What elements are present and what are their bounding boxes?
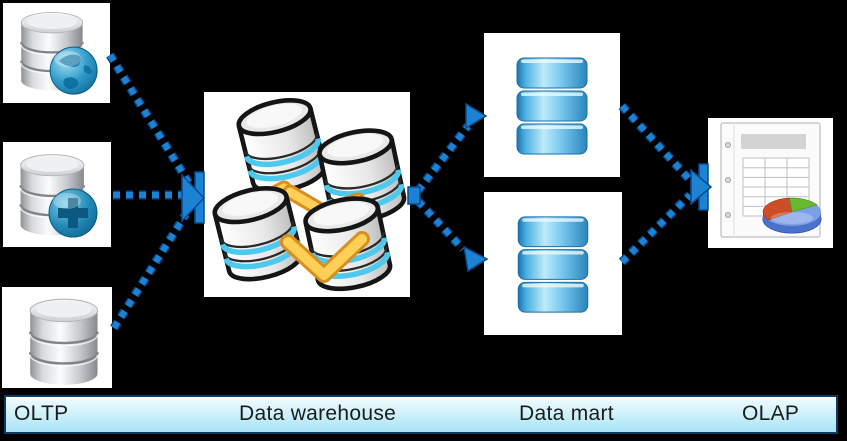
- node-data-mart-1: [484, 33, 620, 177]
- node-oltp-source-3: [2, 287, 112, 388]
- database-plus-icon: [19, 152, 98, 237]
- node-data-warehouse: [204, 92, 410, 297]
- database-icon: [28, 297, 99, 386]
- stage-label-data-warehouse: Data warehouse: [239, 401, 397, 425]
- stage-label-olap: OLAP: [742, 401, 800, 425]
- spreadsheet-pie-chart-icon: [720, 122, 822, 238]
- database-globe-icon: [19, 11, 98, 95]
- linked-databases-icon: [204, 92, 410, 297]
- node-oltp-source-2: [3, 142, 111, 247]
- blue-database-icon: [516, 57, 588, 155]
- blue-database-icon: [517, 216, 589, 313]
- node-olap: [708, 118, 833, 248]
- node-oltp-source-1: [3, 3, 110, 103]
- stage-label-data-mart: Data mart: [519, 401, 614, 425]
- node-data-mart-2: [484, 192, 622, 335]
- stage-label-bar: OLTP Data warehouse Data mart OLAP: [4, 395, 838, 434]
- stage-label-oltp: OLTP: [14, 401, 69, 425]
